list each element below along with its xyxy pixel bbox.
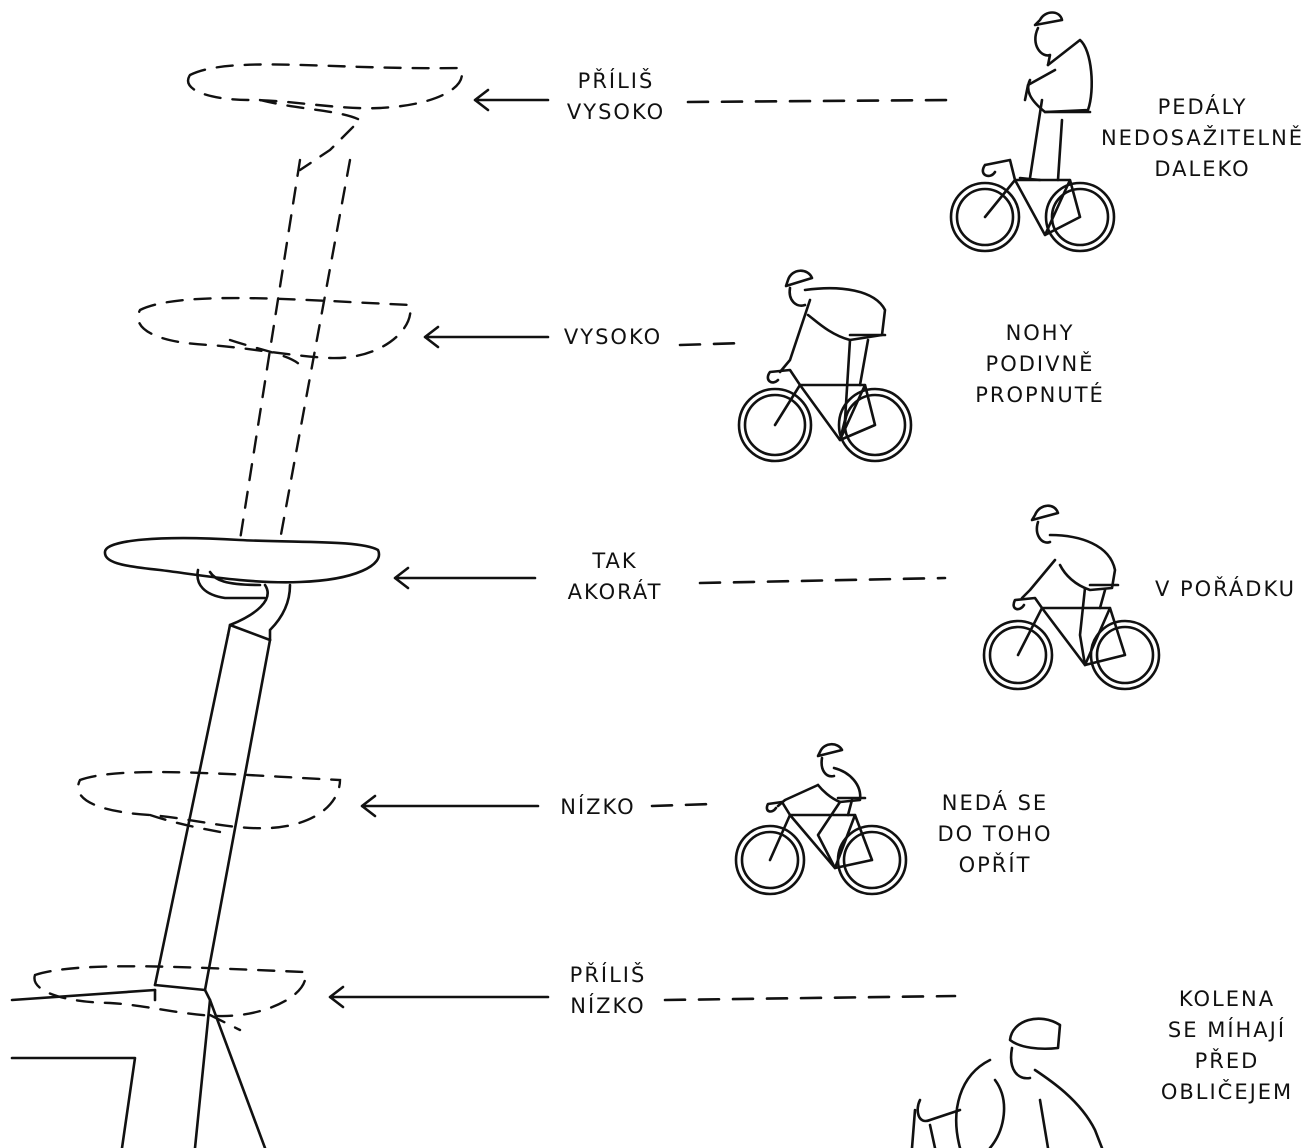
label-effect-just-right: V POŘÁDKU bbox=[1148, 574, 1303, 605]
rider-too-high bbox=[951, 13, 1114, 252]
ghost-seatpost-high bbox=[138, 298, 410, 365]
arrow-too-low bbox=[330, 987, 548, 1007]
ghost-seatpost-too-high bbox=[188, 64, 462, 540]
label-effect-low: NEDÁ SE DO TOHO OPŘÍT bbox=[925, 788, 1065, 881]
label-effect-high: NOHY PODIVNĚ PROPNUTÉ bbox=[965, 318, 1115, 411]
label-position-low: NÍZKO bbox=[548, 792, 648, 823]
label-position-high: VYSOKO bbox=[558, 322, 668, 353]
label-position-just-right: TAK AKORÁT bbox=[555, 546, 675, 608]
connector-just-right bbox=[700, 578, 945, 583]
connector-high bbox=[680, 343, 745, 345]
rider-just-right bbox=[984, 506, 1159, 689]
rider-low bbox=[736, 744, 906, 894]
label-position-too-low: PŘÍLIŠ NÍZKO bbox=[552, 960, 664, 1022]
saddle-just-right bbox=[105, 538, 379, 990]
arrow-low bbox=[362, 796, 538, 816]
arrows bbox=[330, 90, 548, 1007]
ghost-seatpost-too-low bbox=[34, 966, 305, 1030]
arrow-too-high bbox=[475, 90, 548, 110]
connector-too-low bbox=[665, 996, 955, 1000]
label-position-too-high: PŘÍLIŠ VYSOKO bbox=[552, 66, 680, 128]
ghost-seatpost-low bbox=[78, 772, 340, 832]
connector-too-high bbox=[688, 100, 948, 102]
connector-low bbox=[652, 804, 712, 806]
label-effect-too-high: PEDÁLY NEDOSAŽITELNĚ DALEKO bbox=[1100, 92, 1305, 185]
rider-too-low bbox=[912, 1019, 1102, 1148]
rider-high bbox=[739, 271, 911, 461]
arrow-just-right bbox=[395, 568, 535, 588]
arrow-high bbox=[425, 327, 548, 347]
bike-frame-fragment bbox=[12, 990, 265, 1148]
label-effect-too-low: KOLENA SE MÍHAJÍ PŘED OBLIČEJEM bbox=[1148, 984, 1306, 1108]
